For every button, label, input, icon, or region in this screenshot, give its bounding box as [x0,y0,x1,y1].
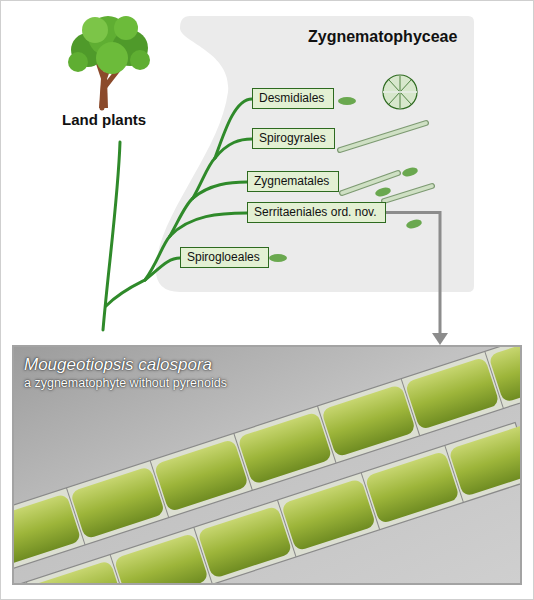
group-label: Land plants [62,111,146,128]
order-box: Spirogloeales [180,247,269,268]
order-name: Zygnematales [254,174,332,189]
order-box: Serritaeniales ord. nov. [247,202,386,223]
arrow-head [432,333,448,345]
connector-arrow [386,213,448,346]
order-name: Desmidiales [259,91,327,106]
order-box: Desmidiales [252,88,334,109]
order-name: Spirogloeales [187,250,262,265]
order-name: Spirogyrales [259,131,328,146]
species-note: a zygnematophyte without pyrenoids [24,376,520,390]
clade-heading: Zygnematophyceae [308,28,534,46]
order-box: Zygnematales [247,171,339,192]
order-box: Spirogyrales [252,128,335,149]
species-name: Mougeotiopsis calospora [24,355,520,375]
order-name: Serritaeniales ord. nov. [254,205,379,220]
clade-region: ZygnematophyceaeDesmidialesSpirogyralesZ… [150,12,475,297]
photo-panel: Mougeotiopsis calosporaa zygnematophyte … [12,345,522,585]
connector-line [386,213,440,336]
label-holder: Land plants [62,111,146,129]
